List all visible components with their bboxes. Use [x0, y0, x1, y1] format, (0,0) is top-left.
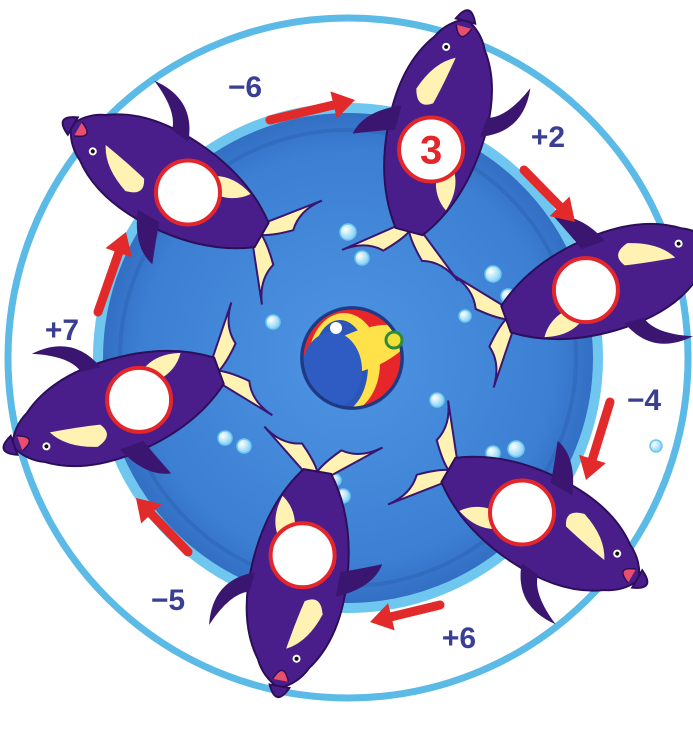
answer-circle[interactable]: [107, 368, 171, 432]
operation-label-3: +6: [442, 622, 476, 655]
bubble-icon: [459, 310, 471, 322]
answer-circle[interactable]: [156, 161, 220, 225]
answer-circle[interactable]: [490, 481, 554, 545]
bubble-icon: [430, 393, 444, 407]
bubble-icon: [218, 431, 232, 445]
answer-circle[interactable]: [271, 523, 335, 587]
bubble-icon: [266, 315, 280, 329]
answer-circle[interactable]: [554, 258, 618, 322]
bubble-icon: [508, 441, 524, 457]
answer-value: 3: [420, 128, 442, 172]
operation-label-2: −4: [627, 384, 662, 417]
bubble-icon: [650, 440, 662, 452]
bubble-icon: [485, 266, 501, 282]
operation-label-1: +2: [531, 121, 565, 154]
operation-label-6: −6: [228, 71, 262, 104]
operation-label-4: −5: [151, 584, 185, 617]
bubble-icon: [355, 251, 369, 265]
bubble-icon: [237, 439, 251, 453]
bubble-icon: [340, 224, 356, 240]
operation-label-5: +7: [45, 314, 79, 347]
